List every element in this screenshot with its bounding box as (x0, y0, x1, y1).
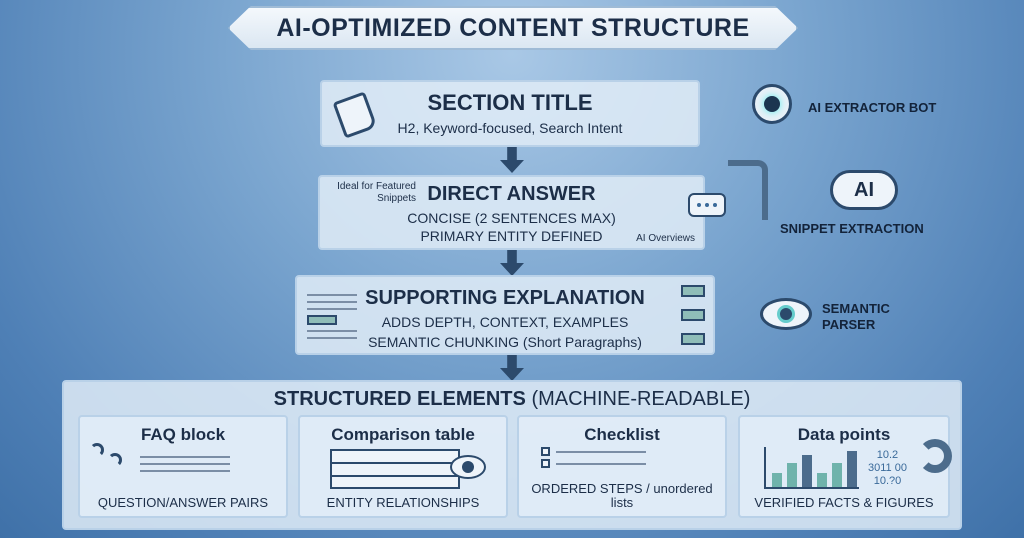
card-caption: QUESTION/ANSWER PAIRS (97, 495, 269, 510)
ai-overviews-note: AI Overviews (636, 233, 695, 244)
ai-cloud-icon: AI (830, 170, 898, 210)
ai-extractor-bot-label: AI EXTRACTOR BOT (808, 100, 937, 115)
text-lines-icon (140, 451, 230, 477)
data-number: 10.2 (876, 449, 899, 461)
direct-answer-heading: DIRECT ANSWER (427, 183, 596, 205)
arrow-down-icon (500, 147, 524, 173)
card-title: Comparison table (331, 425, 475, 444)
structured-heading-suffix: (MACHINE-READABLE) (531, 388, 751, 410)
data-number: 3011 00 (868, 462, 907, 474)
card-comparison-table: Comparison table ENTITY RELATIONSHIPS (298, 415, 508, 518)
table-icon (330, 449, 460, 489)
robot-arm-icon (728, 160, 768, 220)
featured-snippets-note: Ideal for Featured Snippets (337, 181, 416, 204)
title-banner: AI-OPTIMIZED CONTENT STRUCTURE (228, 6, 798, 50)
supporting-explanation-box: SUPPORTING EXPLANATION ADDS DEPTH, CONTE… (295, 275, 715, 355)
checklist-icon (541, 447, 646, 471)
arrow-down-icon (500, 355, 524, 381)
eye-icon (760, 298, 812, 330)
section-title-sub: H2, Keyword-focused, Search Intent (397, 120, 623, 136)
card-title: Checklist (584, 425, 660, 444)
card-caption: ENTITY RELATIONSHIPS (326, 495, 480, 510)
chunk-blocks-icon (681, 285, 705, 345)
card-checklist: Checklist ORDERED STEPS / unordered list… (517, 415, 727, 518)
supporting-line2: SEMANTIC CHUNKING (Short Paragraphs) (368, 334, 642, 350)
snippet-extraction-label: SNIPPET EXTRACTION (780, 221, 924, 236)
section-title-box: SECTION TITLE H2, Keyword-focused, Searc… (320, 80, 700, 147)
bar-chart-icon (764, 447, 859, 489)
supporting-heading: SUPPORTING EXPLANATION (365, 287, 645, 309)
direct-answer-box: Ideal for Featured Snippets DIRECT ANSWE… (318, 175, 705, 250)
arrow-down-icon (500, 250, 524, 276)
chat-bubble-icon (688, 193, 726, 217)
question-marks-icon (88, 439, 128, 479)
structured-heading: STRUCTURED ELEMENTS (273, 388, 526, 410)
ai-bot-icon (752, 84, 792, 124)
text-lines-icon (307, 289, 357, 344)
semantic-parser-label: SEMANTIC PARSER (822, 301, 890, 332)
direct-answer-line2: PRIMARY ENTITY DEFINED (420, 228, 603, 244)
card-caption: VERIFIED FACTS & FIGURES (754, 495, 934, 510)
direct-answer-line1: CONCISE (2 SENTENCES MAX) (407, 210, 616, 226)
eye-icon (450, 455, 486, 479)
card-faq-block: FAQ block QUESTION/ANSWER PAIRS (78, 415, 288, 518)
ai-cloud-text: AI (854, 179, 874, 201)
card-data-points: Data points 10.2 3011 00 10.?0 VERIFIED … (738, 415, 952, 518)
card-caption: ORDERED STEPS / unordered lists (531, 481, 713, 510)
magnet-icon (918, 439, 952, 473)
card-title: FAQ block (140, 425, 226, 444)
section-title-heading: SECTION TITLE (427, 90, 593, 115)
page-title: AI-OPTIMIZED CONTENT STRUCTURE (276, 13, 750, 42)
card-title: Data points (797, 425, 891, 444)
data-number: 10.?0 (873, 475, 902, 487)
supporting-line1: ADDS DEPTH, CONTEXT, EXAMPLES (381, 314, 629, 330)
